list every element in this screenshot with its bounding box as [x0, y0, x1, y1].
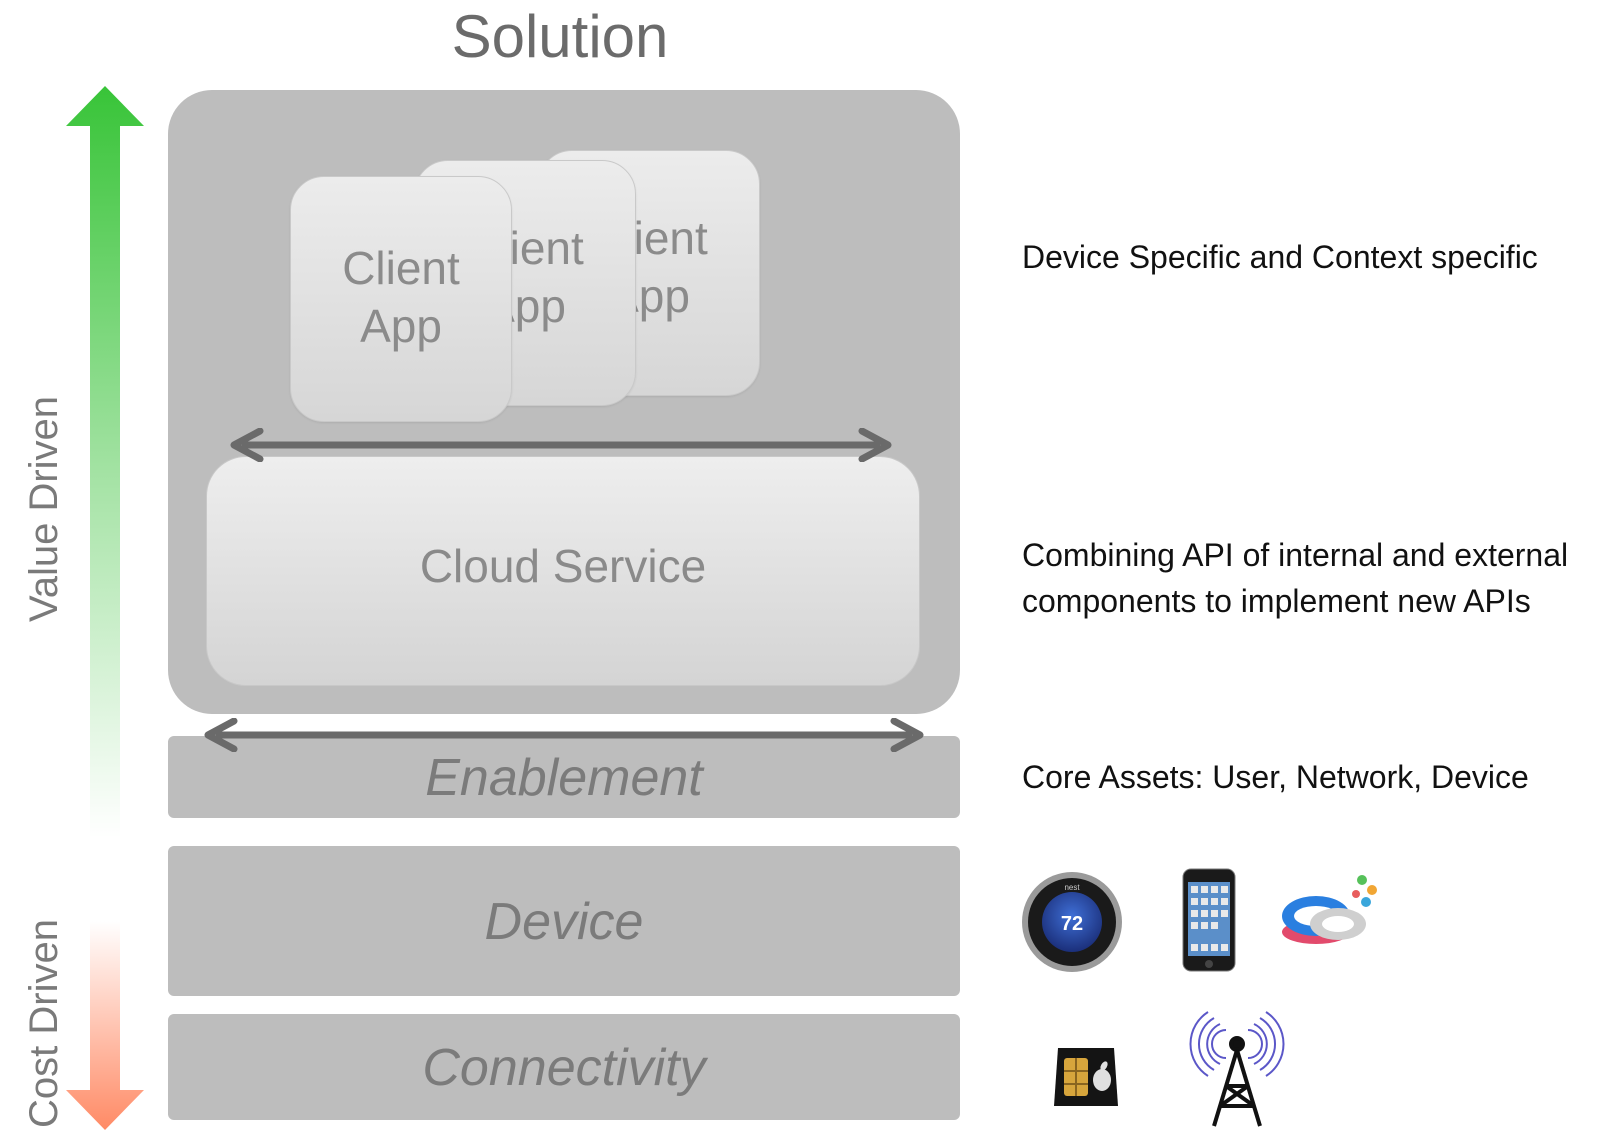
page-title: Solution — [451, 3, 669, 70]
enablement-label: Enablement — [425, 749, 703, 807]
enablement-description: Core Assets: User, Network, Device — [1022, 759, 1529, 795]
cloud-service-label: Cloud Service — [419, 540, 707, 592]
thermostat-icon: nest 72 — [1020, 870, 1124, 979]
client-cloud-double-arrow — [230, 428, 892, 462]
sim-card-icon — [1050, 1044, 1122, 1115]
cloud-description: Combining API of internal and external c… — [1022, 537, 1569, 619]
cloud-enablement-double-arrow — [204, 718, 924, 752]
axis-arrow-shape — [66, 86, 144, 1130]
value-cost-axis-arrow — [66, 86, 144, 1130]
client-description: Device Specific and Context specific — [1022, 239, 1538, 275]
solution-box: Client App Client App Client App — [168, 90, 960, 714]
wearable-band-icon — [1276, 866, 1386, 961]
thermostat-brand: nest — [1064, 883, 1080, 892]
client-app-card-front: Client App — [290, 176, 512, 422]
cost-driven-label: Cost Driven — [22, 919, 66, 1128]
client-app-front-line1: Client — [342, 242, 460, 294]
cloud-service-box: Cloud Service — [206, 456, 920, 686]
connectivity-label: Connectivity — [422, 1039, 706, 1097]
smartphone-icon — [1182, 868, 1236, 977]
client-app-front-line2: App — [360, 300, 442, 352]
device-layer: Device — [168, 846, 960, 996]
value-driven-label: Value Driven — [22, 395, 66, 622]
enablement-layer: Enablement — [168, 736, 960, 818]
thermostat-reading: 72 — [1061, 913, 1083, 935]
device-label: Device — [484, 893, 644, 951]
antenna-tower-icon — [1182, 1010, 1292, 1133]
connectivity-layer: Connectivity — [168, 1014, 960, 1120]
